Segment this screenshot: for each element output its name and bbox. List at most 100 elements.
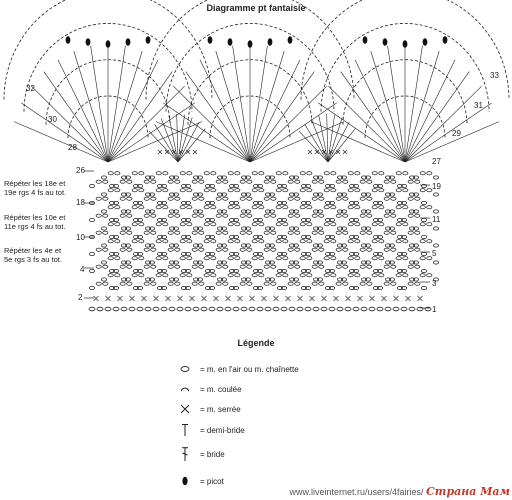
chain-mark <box>121 226 128 231</box>
chain-mark <box>388 277 395 282</box>
chain-mark <box>114 205 121 210</box>
chain-mark <box>294 179 301 184</box>
chain-mark <box>179 256 186 261</box>
chain-mark <box>328 200 335 205</box>
chain-mark <box>324 217 331 222</box>
chain-mark <box>328 217 335 222</box>
chain-mark <box>200 306 208 312</box>
chain-mark <box>208 306 216 312</box>
chain-mark <box>107 188 114 193</box>
fan-arc <box>3 0 213 100</box>
chain-mark <box>232 251 239 256</box>
chain-mark <box>359 213 366 218</box>
chain-mark <box>204 234 211 239</box>
chain-mark <box>300 217 307 222</box>
chain-mark <box>419 256 426 261</box>
chain-mark <box>335 264 342 269</box>
chain-mark <box>316 192 323 197</box>
chain-mark <box>102 179 109 184</box>
chain-mark <box>258 222 265 227</box>
chain-mark <box>216 277 223 282</box>
single-crochet-mark <box>273 295 279 302</box>
chain-mark <box>288 209 295 214</box>
chain-mark <box>402 188 409 193</box>
chain-mark <box>330 222 337 227</box>
fan-stitch <box>249 102 337 163</box>
chain-mark <box>294 264 301 269</box>
chain-mark <box>121 260 128 265</box>
chain-mark <box>192 209 199 214</box>
chain-mark <box>407 196 414 201</box>
chain-mark <box>414 281 421 286</box>
chain-mark <box>419 222 426 227</box>
chain-mark <box>432 175 439 180</box>
chain-mark <box>256 234 263 239</box>
fan-stitch <box>298 130 329 163</box>
single-crochet-mark <box>185 149 191 155</box>
chain-mark <box>282 205 289 210</box>
chain-mark <box>364 277 371 282</box>
chain-mark <box>102 213 109 218</box>
chain-mark <box>263 196 270 201</box>
chain-mark <box>138 188 145 193</box>
chain-mark <box>299 256 306 261</box>
chain-mark <box>412 192 419 197</box>
chain-mark <box>300 234 307 239</box>
chain-mark <box>419 239 426 244</box>
chain-mark <box>234 188 241 193</box>
picot-mark <box>442 36 448 44</box>
chain-mark <box>347 239 354 244</box>
chain-mark <box>342 230 349 235</box>
chain-mark <box>276 251 283 256</box>
fan-stitch <box>154 124 179 163</box>
chain-mark <box>196 243 203 248</box>
single-crochet-mark <box>93 295 99 302</box>
slip-stitch-icon <box>180 387 190 392</box>
chain-mark <box>366 179 373 184</box>
chain-mark <box>234 171 241 176</box>
chain-mark <box>208 183 215 188</box>
chain-mark <box>268 226 275 231</box>
chain-mark <box>156 234 163 239</box>
chain-mark <box>215 264 222 269</box>
chain-mark <box>324 234 331 239</box>
fan-stitch <box>163 102 251 163</box>
chain-mark <box>184 268 191 273</box>
chain-mark <box>186 273 193 278</box>
fan-stitch <box>148 130 179 163</box>
single-crochet-mark <box>321 295 327 302</box>
chain-mark <box>270 247 277 252</box>
chain-mark <box>400 200 407 205</box>
fan-stitch <box>370 51 406 163</box>
chain-mark <box>240 209 247 214</box>
chain-mark <box>330 273 337 278</box>
chain-mark <box>168 277 175 282</box>
chain-mark <box>420 268 427 273</box>
chain-mark <box>396 268 403 273</box>
chain-mark <box>276 268 283 273</box>
chain-mark <box>155 239 162 244</box>
chain-mark <box>143 230 150 235</box>
chain-mark <box>180 217 187 222</box>
chain-mark <box>114 273 121 278</box>
picot-mark <box>125 38 131 46</box>
chain-mark <box>372 234 379 239</box>
chain-mark <box>352 217 359 222</box>
chain-mark <box>390 264 397 269</box>
chain-mark <box>107 205 114 210</box>
fan-stitch <box>326 113 329 163</box>
chain-mark <box>162 239 169 244</box>
chain-mark <box>162 256 169 261</box>
legend-item-half-double: = demi-bride <box>176 423 245 437</box>
fan-stitch <box>318 102 406 163</box>
chain-mark <box>186 256 193 261</box>
chain-mark <box>360 243 367 248</box>
chain-mark <box>167 179 174 184</box>
chain-mark <box>268 209 275 214</box>
chain-mark <box>316 260 323 265</box>
chain-mark <box>101 175 108 180</box>
chain-mark <box>168 243 175 248</box>
chain-mark <box>402 205 409 210</box>
chain-mark <box>101 226 108 231</box>
fan-stitch <box>404 121 500 163</box>
